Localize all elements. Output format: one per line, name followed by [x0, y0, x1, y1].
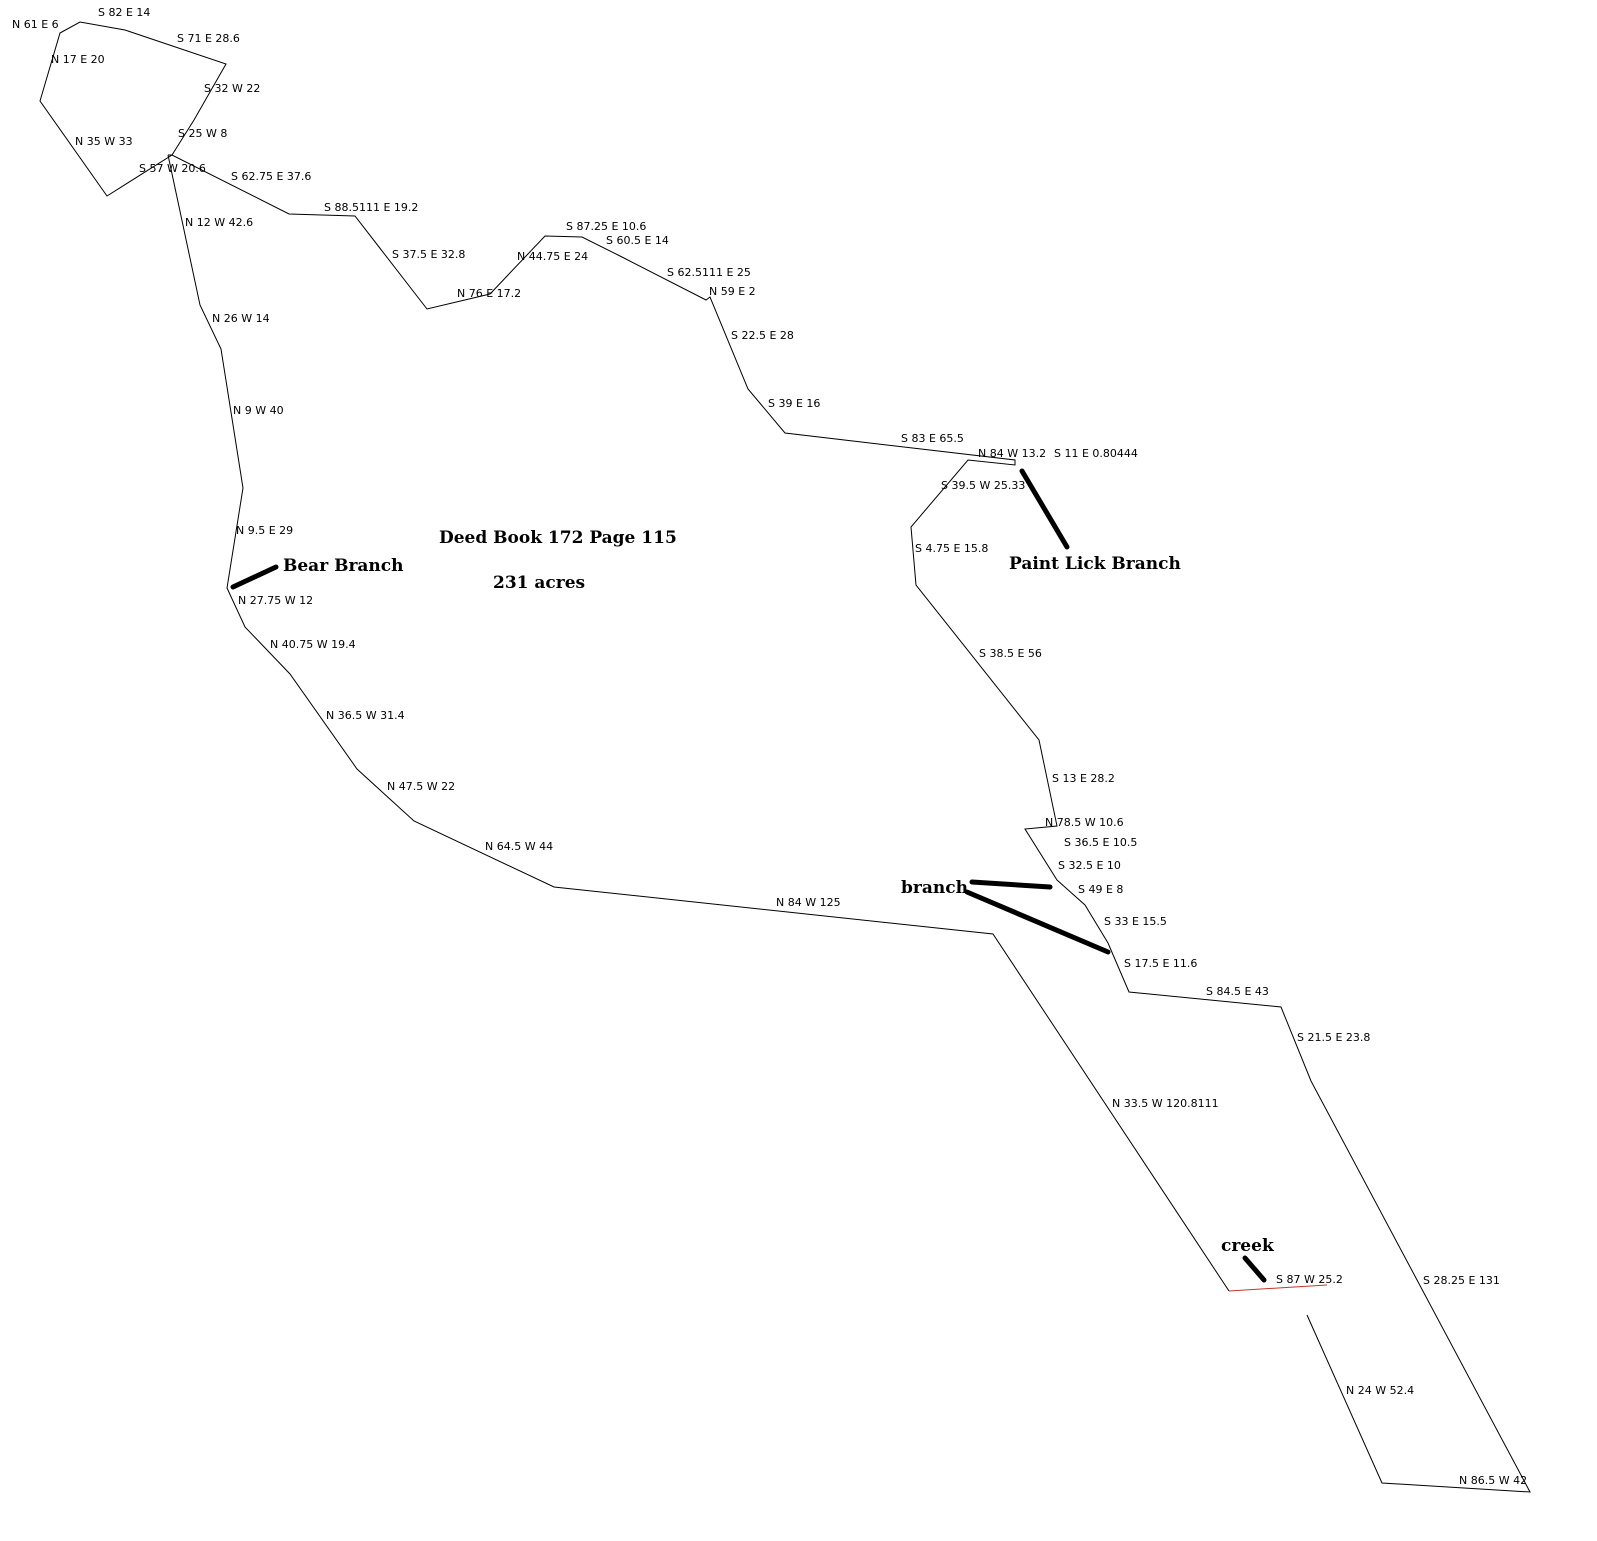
upper-tract-boundary — [39, 21, 227, 197]
west-tract-boundary — [167, 154, 1230, 1292]
segment-call-label: S 37.5 E 32.8 — [392, 248, 465, 261]
branch-marker-lower — [964, 889, 1111, 955]
segment-call-label: S 32.5 E 10 — [1058, 859, 1121, 872]
segment-call-label: N 86.5 W 42 — [1459, 1474, 1527, 1487]
segment-call-label: N 36.5 W 31.4 — [326, 709, 405, 722]
segment-call-label: S 13 E 28.2 — [1052, 772, 1115, 785]
segment-call-label: N 12 W 42.6 — [185, 216, 253, 229]
segment-call-label: S 60.5 E 14 — [606, 234, 669, 247]
bear-branch-label: Bear Branch — [283, 556, 404, 576]
segment-call-label: S 62.5111 E 25 — [667, 266, 751, 279]
segment-call-label: S 82 E 14 — [98, 6, 150, 19]
creek-marker — [1242, 1255, 1267, 1283]
bear-branch-marker — [230, 564, 279, 590]
segment-labels: N 61 E 6 S 82 E 14 S 71 E 28.6 N 17 E 20 S 3… — [12, 6, 1527, 1487]
segment-call-label: N 84 W 13.2 — [978, 447, 1046, 460]
segment-call-label: N 35 W 33 — [75, 135, 133, 148]
segment-call-label: N 9 W 40 — [233, 404, 284, 417]
segment-call-label: N 47.5 W 22 — [387, 780, 455, 793]
segment-call-label: S 88.5111 E 19.2 — [324, 201, 418, 214]
segment-call-label: N 61 E 6 — [12, 18, 59, 31]
segment-call-label: S 87.25 E 10.6 — [566, 220, 646, 233]
segment-call-label: N 64.5 W 44 — [485, 840, 553, 853]
deed-title: Deed Book 172 Page 115 — [439, 528, 677, 548]
segment-call-label: S 84.5 E 43 — [1206, 985, 1269, 998]
segment-call-label: N 27.75 W 12 — [238, 594, 313, 607]
segment-call-label: S 62.75 E 37.6 — [231, 170, 311, 183]
segment-call-label: S 36.5 E 10.5 — [1064, 836, 1137, 849]
segment-call-label: S 28.25 E 131 — [1423, 1274, 1500, 1287]
segment-call-label: S 38.5 E 56 — [979, 647, 1042, 660]
segment-call-label: S 32 W 22 — [204, 82, 260, 95]
segment-call-label: S 39 E 16 — [768, 397, 820, 410]
segment-call-label: S 49 E 8 — [1078, 883, 1123, 896]
segment-call-label: S 17.5 E 11.6 — [1124, 957, 1197, 970]
segment-call-label: S 87 W 25.2 — [1276, 1273, 1343, 1286]
segment-call-label: S 71 E 28.6 — [177, 32, 240, 45]
branch-label: branch — [901, 878, 968, 898]
segment-call-label: S 4.75 E 15.8 — [915, 542, 988, 555]
segment-call-label: S 22.5 E 28 — [731, 329, 794, 342]
segment-call-label: S 33 E 15.5 — [1104, 915, 1167, 928]
segment-call-label: S 21.5 E 23.8 — [1297, 1031, 1370, 1044]
segment-call-label: S 57 W 20.6 — [139, 162, 206, 175]
segment-call-label: N 9.5 E 29 — [236, 524, 293, 537]
segment-call-label: S 11 E 0.80444 — [1054, 447, 1138, 460]
segment-call-label: S 25 W 8 — [178, 127, 227, 140]
main-tract-boundary — [168, 154, 1531, 1493]
segment-call-label: N 59 E 2 — [709, 285, 756, 298]
segment-call-label: S 39.5 W 25.33 — [941, 479, 1025, 492]
segment-call-label: N 40.75 W 19.4 — [270, 638, 356, 651]
segment-call-label: N 33.5 W 120.8111 — [1112, 1097, 1219, 1110]
segment-call-label: N 84 W 125 — [776, 896, 841, 909]
segment-call-label: N 17 E 20 — [51, 53, 105, 66]
branch-marker-upper — [969, 879, 1053, 890]
creek-label: creek — [1221, 1236, 1275, 1256]
segment-call-label: N 78.5 W 10.6 — [1045, 816, 1124, 829]
paint-lick-branch-marker — [1019, 468, 1070, 550]
segment-call-label: N 44.75 E 24 — [517, 250, 588, 263]
creek-line — [1228, 1284, 1328, 1292]
segment-call-label: S 83 E 65.5 — [901, 432, 964, 445]
segment-call-label: N 76 E 17.2 — [457, 287, 521, 300]
acreage-label: 231 acres — [493, 573, 585, 593]
paint-lick-branch-label: Paint Lick Branch — [1009, 554, 1181, 574]
segment-call-label: N 26 W 14 — [212, 312, 270, 325]
segment-call-label: N 24 W 52.4 — [1346, 1384, 1414, 1397]
